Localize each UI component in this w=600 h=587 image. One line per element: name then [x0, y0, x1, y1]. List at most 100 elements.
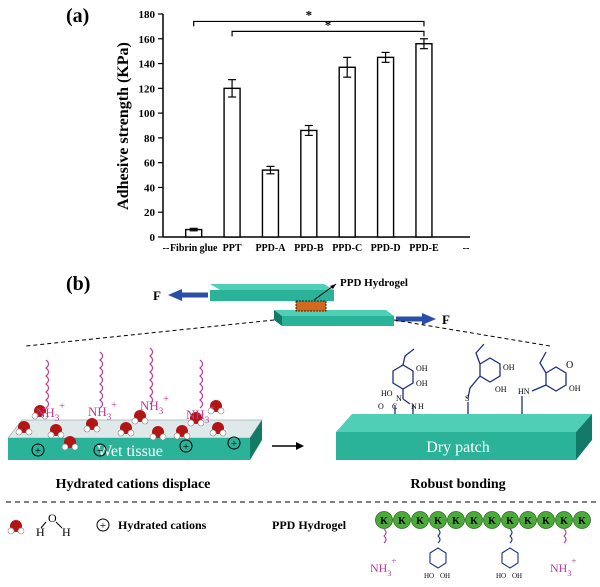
water-molecule: [47, 424, 65, 439]
x-axis-end-label-left: --: [163, 243, 170, 254]
y-tick-label: 100: [139, 108, 156, 120]
lysine-label: K: [560, 516, 568, 527]
y-tick-label: 160: [139, 34, 156, 46]
atom-oh-2a: OH: [503, 363, 515, 372]
lysine-bead: [429, 511, 447, 529]
atom-c-1: C: [392, 402, 397, 411]
pendant-chain: [509, 528, 513, 544]
lower-plate: [282, 316, 394, 326]
dry-patch-side: [576, 414, 592, 460]
bar: [300, 129, 318, 238]
pendant-ho: HO: [424, 572, 434, 580]
water-molecule: [187, 412, 205, 427]
pendant-chain: [563, 528, 567, 544]
lysine-label: K: [416, 516, 424, 527]
atom-n-1: N: [396, 394, 402, 403]
pendant-ammonium: NH3+: [550, 556, 576, 578]
atom-nh-h-1: H: [418, 402, 424, 411]
y-tick-label: 140: [139, 59, 156, 71]
legend-water-structure: O H H: [36, 511, 71, 539]
atom-s-2: S: [465, 394, 469, 403]
atom-oh-1b: OH: [416, 379, 428, 388]
panel-b-label: (b): [66, 273, 90, 295]
cation-plus: +: [183, 441, 189, 453]
x-tick-label: PPD-A: [255, 243, 286, 254]
ethyl-chain-1: [402, 348, 415, 366]
y-tick-label: 20: [144, 207, 156, 219]
wavy-chain: [99, 351, 104, 409]
force-arrow-right-head: [422, 313, 436, 325]
atom-oh-2b: OH: [495, 385, 507, 394]
ammonium-label: NH3+: [36, 401, 65, 423]
caption-right: Robust bonding: [410, 477, 505, 492]
lysine-bead: [483, 511, 501, 529]
lower-plate-top: [274, 310, 394, 316]
lysine-label: K: [398, 516, 406, 527]
thioether-link: [467, 375, 481, 399]
zoom-line-left: [25, 319, 275, 347]
x-tick-label: Fibrin glue: [170, 243, 218, 254]
cation-plus: +: [231, 438, 237, 450]
cation-icon: [227, 436, 241, 450]
water-molecule: [173, 425, 191, 440]
dry-patch-top: [336, 414, 592, 432]
x-tick-label: PPT: [223, 243, 242, 254]
atom-ho-1: HO: [381, 389, 393, 398]
lap-shear-schematic: PPD Hydrogel F F: [153, 277, 450, 327]
hydrogel-label: PPD Hydrogel: [340, 277, 408, 289]
pendant-ammonium: NH3+: [370, 556, 396, 578]
ammonium-label: NH3+: [88, 400, 117, 422]
significance-label: *: [325, 17, 332, 32]
lysine-label: K: [542, 516, 550, 527]
zoom-line-right: [393, 319, 551, 347]
wet-tissue-block: Wet tissue ++++ NH3+NH3+NH3+NH3+: [7, 347, 263, 460]
y-tick-label: 180: [139, 9, 156, 21]
atom-o-1: O: [378, 402, 384, 411]
panel-a-label: (a): [66, 5, 89, 27]
water-molecule: [149, 426, 167, 441]
pendant-catechol: [501, 547, 519, 569]
force-label-right: F: [442, 312, 450, 327]
lysine-label: K: [488, 516, 496, 527]
hydrogel-pointer-head: [330, 284, 336, 289]
dry-patch-block: Dry patch: [336, 414, 592, 460]
y-tick-label: 80: [144, 133, 156, 145]
process-arrow-head: [296, 442, 304, 450]
legend-water-icon: [7, 520, 25, 535]
bar: [338, 66, 356, 238]
lysine-bead: [573, 511, 591, 529]
lysine-label: K: [452, 516, 460, 527]
water-molecule: [83, 418, 101, 433]
legend-water-h-right: H: [62, 525, 71, 539]
bar-chart: Adhesive strength (KPa) -- -- 0204060801…: [115, 7, 470, 254]
legend-ppd-hydrogel: PPD Hydrogel: [272, 518, 347, 532]
wavy-chain: [45, 359, 50, 409]
wavy-chain: [199, 359, 204, 409]
cation-plus: +: [97, 445, 103, 457]
catechol-ring-2: [479, 357, 501, 383]
water-molecule: [31, 405, 49, 420]
ammonium-label: NH3+: [140, 394, 169, 416]
atom-hn-3: HN: [518, 387, 530, 396]
hydrogel-layer: [295, 300, 327, 312]
bonding-structures: [392, 343, 567, 414]
atom-o-3: O: [566, 360, 573, 371]
ethyl-chain-3: [539, 351, 547, 374]
lysine-bead: [411, 511, 429, 529]
significance-bracket: [193, 20, 425, 27]
force-label-left: F: [153, 288, 161, 303]
atom-oh-1a: OH: [416, 364, 428, 373]
significance-label: *: [306, 7, 313, 22]
water-molecule: [209, 422, 227, 437]
x-tick-label: PPD-D: [371, 243, 401, 254]
pendant-chain: [437, 528, 441, 544]
caption-left: Hydrated cations displace: [56, 477, 211, 492]
x-axis-end-label-right: --: [463, 243, 470, 254]
pendant-oh: OH: [512, 572, 522, 580]
x-tick-label: PPD-E: [409, 243, 439, 254]
y-tick-label: 0: [150, 232, 156, 244]
lysine-label: K: [524, 516, 532, 527]
cation-icon: [179, 439, 193, 453]
ammonium-label: NH3+: [186, 403, 215, 425]
